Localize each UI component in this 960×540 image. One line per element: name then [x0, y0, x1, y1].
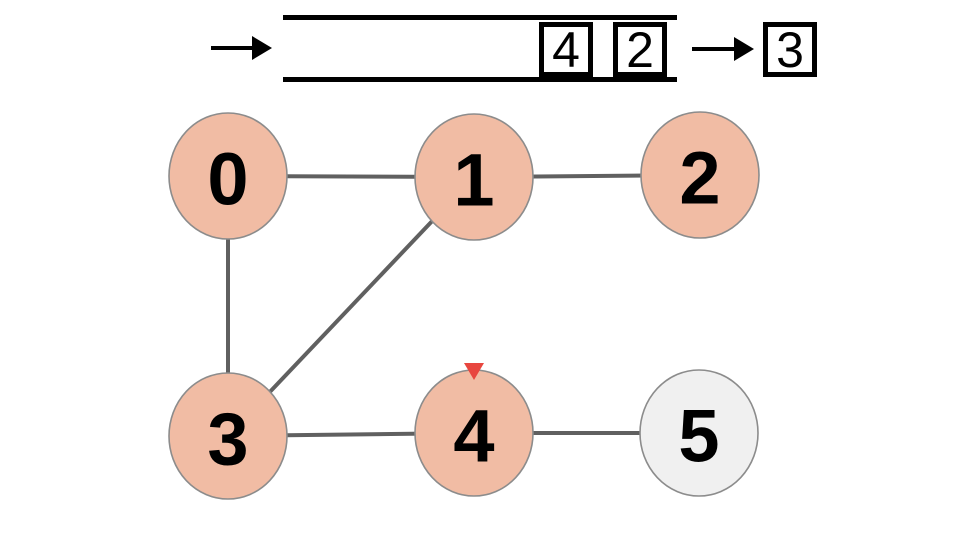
queue-item-box: 2: [613, 22, 667, 77]
graph-node-5: [639, 369, 759, 497]
dequeue-arrow-icon: [692, 37, 754, 61]
graph-node-label-2: 2: [679, 137, 720, 220]
graph-node-label-0: 0: [207, 138, 248, 221]
enqueue-arrow-shaft: [211, 46, 252, 50]
dequeue-arrow-head: [734, 37, 754, 61]
graph-node-label-4: 4: [453, 395, 494, 478]
graph-node-1: [414, 113, 534, 241]
graph-node-0: [168, 112, 288, 240]
graph-node-label-5: 5: [678, 395, 719, 478]
queue-bottom-line: [283, 77, 677, 82]
graph-node-label-3: 3: [207, 398, 248, 481]
enqueue-arrow-icon: [211, 36, 272, 60]
queue-item-box: 4: [539, 22, 593, 77]
dequeued-item-box: 3: [763, 22, 817, 77]
current-node-marker-icon: [464, 363, 484, 380]
dequeue-arrow-shaft: [692, 47, 734, 51]
graph-node-label-1: 1: [453, 139, 494, 222]
queue-top-line: [283, 15, 677, 20]
graph-node-3: [168, 372, 288, 500]
graph-node-2: [640, 111, 760, 239]
enqueue-arrow-head: [252, 36, 272, 60]
